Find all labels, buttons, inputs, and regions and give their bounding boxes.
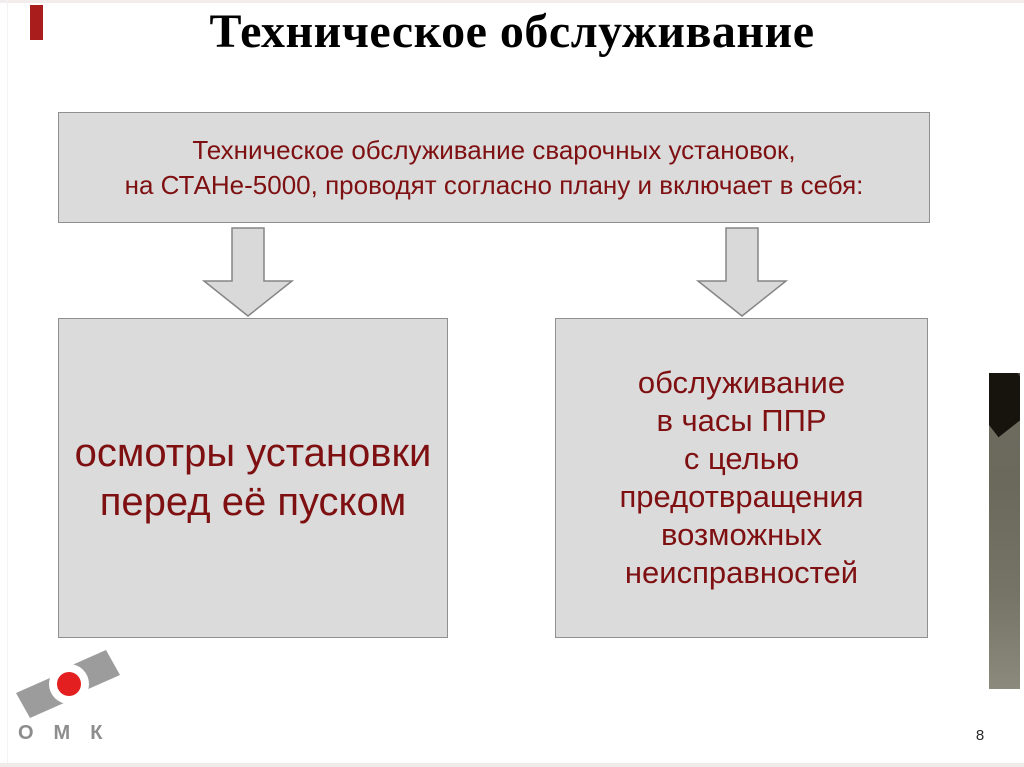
maintenance-box-line: с целью xyxy=(683,441,800,476)
page-title: Техническое обслуживание xyxy=(209,5,815,58)
slide-left-border xyxy=(7,0,8,767)
inspection-box: осмотры установки перед её пуском xyxy=(58,318,448,638)
slide-bottom-border xyxy=(0,763,1024,767)
intro-box: Техническое обслуживание сварочных устан… xyxy=(58,112,930,223)
maintenance-box-line: возможных xyxy=(660,517,823,552)
omk-logo: ОМК xyxy=(14,645,144,755)
omk-logo-emblem-icon xyxy=(16,650,120,718)
inspection-box-line1: осмотры установки xyxy=(74,431,432,475)
intro-box-line2: на СТАНе-5000, проводят согласно плану и… xyxy=(124,169,864,200)
omk-logo-text: ОМК xyxy=(18,722,123,744)
slide-top-border xyxy=(0,0,1024,3)
down-arrow-icon xyxy=(202,227,294,317)
maintenance-box-line: предотвращения xyxy=(619,479,864,514)
maintenance-box: обслуживание в часы ППР с целью предотвр… xyxy=(555,318,928,638)
inspection-box-line2: перед её пуском xyxy=(99,480,407,524)
intro-box-line1: Техническое обслуживание сварочных устан… xyxy=(192,134,796,165)
photo-strip xyxy=(989,373,1020,689)
photo-dark-area xyxy=(989,373,1020,438)
maintenance-box-line: неисправностей xyxy=(624,555,859,590)
maintenance-box-line: в часы ППР xyxy=(656,403,827,438)
page-number: 8 xyxy=(975,727,985,744)
down-arrow-icon xyxy=(696,227,788,317)
maintenance-box-line: обслуживание xyxy=(637,365,846,400)
red-accent-bar xyxy=(30,5,43,40)
